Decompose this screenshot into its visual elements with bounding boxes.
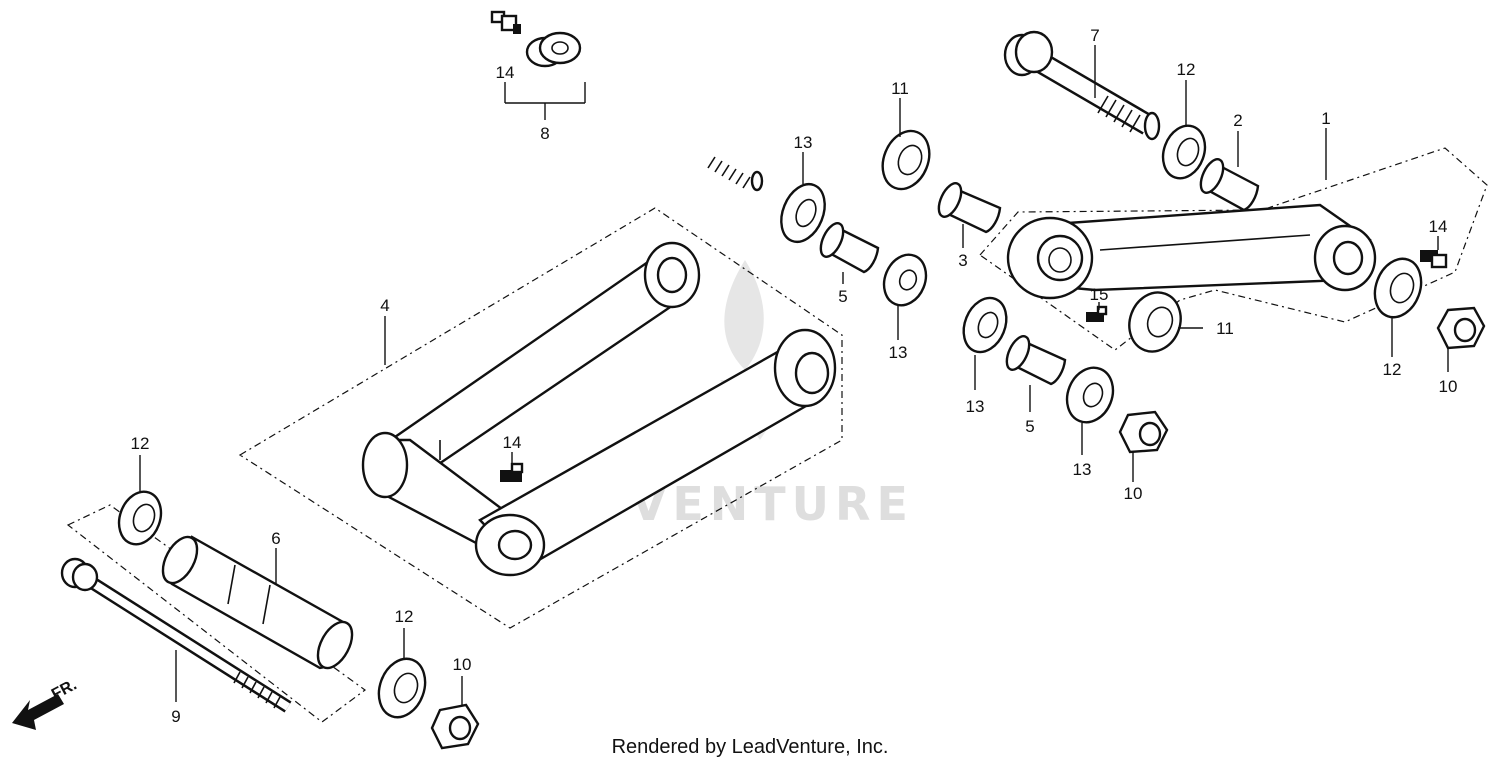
callout-labels: 14 8 7 12 2 1 14 11 13 3 5 13 4 15 11 13… [131,26,1458,726]
part-12-seal-left [117,490,163,546]
callout-12-top: 12 [1177,60,1196,79]
callout-13-a: 13 [794,133,813,152]
callout-5-a: 5 [838,287,847,306]
part-2-collar [1199,158,1260,212]
part-11-seal-bottom [1128,291,1182,353]
outline-bolt9-assembly [66,504,367,723]
callout-3: 3 [958,251,967,270]
part-9-long-bolt [60,557,292,713]
part-5-spacer-b [1005,335,1067,386]
part-11-seal-top [881,129,931,191]
callout-5-b: 5 [1025,417,1034,436]
part-14-grease-fitting-link [500,462,524,482]
callout-12-left: 12 [131,434,150,453]
part-5-spacer-a [819,222,880,274]
callout-13-d: 13 [1073,460,1092,479]
part-10-nut-right [1436,306,1486,350]
callout-15: 15 [1090,285,1109,304]
part-15-fitting [1086,305,1108,322]
callout-9: 9 [171,707,180,726]
front-direction-arrow: FR. [12,676,80,730]
part-8-pivot-bolt [525,31,764,192]
callout-4: 4 [380,296,389,315]
part-13-washer-c [962,296,1008,354]
part-12-seal-top [1161,124,1207,180]
callout-11-top: 11 [891,79,909,98]
part-13-washer-d [1065,366,1115,424]
part-3-collar [937,182,1002,234]
callout-10-bottom: 10 [453,655,472,674]
callout-6: 6 [271,529,280,548]
part-4-link-assembly [361,241,837,577]
callout-7: 7 [1090,26,1099,45]
part-7-bolt [1003,30,1161,141]
part-6-collar [161,535,354,670]
callout-2: 2 [1233,111,1242,130]
callout-8: 8 [540,124,549,143]
part-14-grease-fitting-right [1420,250,1448,269]
part-10-nut-bottom [430,703,480,750]
callout-11-bottom: 11 [1216,319,1234,338]
callout-10-right: 10 [1439,377,1458,396]
callout-12-right: 12 [1383,360,1402,379]
callout-13-b: 13 [889,343,908,362]
callout-12-bottom: 12 [395,607,414,626]
part-12-seal-bottom [377,657,427,719]
part-1-arm [1006,203,1377,300]
callout-14-right: 14 [1429,217,1448,236]
callout-14-link: 14 [503,433,522,452]
part-13-washer-a [780,182,826,244]
part-10-nut-middle [1118,410,1169,454]
leader-lines [139,45,1449,706]
part-13-washer-b [882,253,928,307]
callout-1: 1 [1321,109,1330,128]
part-12-seal-right [1373,257,1423,319]
outline-link-assembly [238,207,843,629]
part-14-grease-fitting-top [490,10,521,34]
credit-line: Rendered by LeadVenture, Inc. [611,736,889,758]
callout-13-c: 13 [966,397,985,416]
callout-14-top: 14 [496,63,515,82]
callout-10-middle: 10 [1124,484,1143,503]
